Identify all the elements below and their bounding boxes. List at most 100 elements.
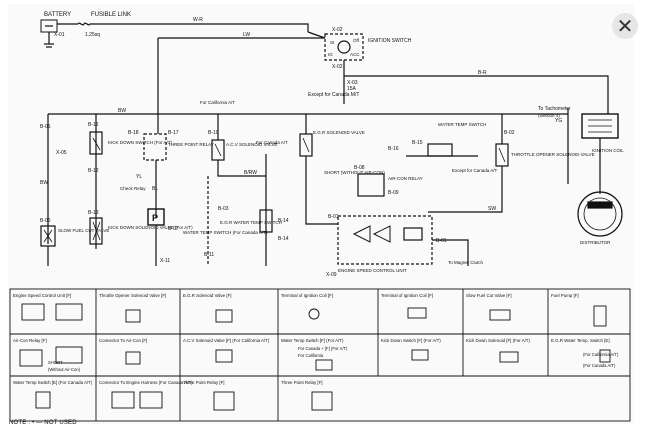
wire-label-br: B-R: [478, 70, 487, 76]
fusible-link-size: 1.25sq: [85, 32, 100, 38]
legend-titles: Engine Speed Control Unit [F] Throttle O…: [13, 293, 619, 385]
legend-grid: [9, 288, 631, 422]
legend-b02: Throttle Opener Solenoid Valve [F]: [99, 293, 166, 298]
id-b09: B-09: [388, 190, 399, 196]
legend-b01: Engine Speed Control Unit [F]: [13, 293, 71, 298]
switch-acc: ACC: [350, 52, 360, 57]
engine-speed-unit-label: ENGINE SPEED CONTROL UNIT: [338, 268, 407, 273]
id-b06: B-06: [40, 218, 51, 224]
wire-label-bl: BL: [152, 186, 158, 192]
switch-st: St: [330, 40, 335, 45]
to-tachometer: To Tachometer: [538, 106, 571, 112]
x02-label: X-02: [332, 27, 343, 33]
wiring-diagram: BATTERY FUSIBLE LINK 1.25sq X-01 W-R St …: [9, 12, 631, 422]
id-x05: X-05: [56, 150, 67, 156]
wire-label-yl: YL: [136, 174, 142, 180]
three-point-relay-box: [143, 133, 167, 161]
fusible-link-label: FUSIBLE LINK: [91, 12, 131, 18]
check-relay-label: Check Relay: [120, 186, 146, 191]
water-temp-switch-2-symbol: [259, 209, 273, 233]
id-b12: B-12: [88, 122, 99, 128]
legend-b14-california: (For California A/T): [583, 352, 619, 357]
kick-down-solenoid-label: KICK DOWN SOLENOID VALVE (For A/T): [108, 225, 193, 230]
except-canada-2-label: Except for Canada A/T: [452, 168, 498, 173]
wire-label-brw: B/RW: [244, 170, 257, 176]
id-b14: B-14: [278, 218, 289, 224]
id-b18: B-18: [128, 130, 139, 136]
short-aircon-label: SHORT (WITHOUT AIR-CON): [324, 170, 385, 175]
kick-down-switch-label: KICK DOWN SWITCH (For A/T): [108, 140, 172, 145]
kick-down-solenoid-symbol: [89, 217, 103, 245]
battery-symbol: [40, 19, 58, 48]
slow-fuel-cut-label: SLOW FUEL CUT VALVE: [58, 228, 109, 233]
x01-label: X-01: [54, 32, 65, 38]
x02b-label: X-02: [332, 64, 343, 70]
legend-b08: Air-Con Relay [F]: [13, 338, 47, 343]
legend-b17: Three Point Relay [F]: [183, 380, 224, 385]
id-b15: B-15: [412, 140, 423, 146]
id-b01: B-01: [328, 214, 339, 220]
legend-b08-without: (Without Air-Con): [48, 367, 81, 372]
id-b12-2: B-12: [88, 168, 99, 174]
legend-b07: Fuel Pump [F]: [551, 293, 579, 298]
legend-b13: Kick Down Solenoid [F] (For A/T): [466, 338, 530, 343]
wire-label-yg: YG: [555, 118, 562, 124]
three-point-relay-label: THREE POINT RELAY: [168, 142, 214, 147]
legend-connectors: [19, 303, 611, 411]
id-x11: X-11: [160, 258, 170, 264]
wire-label-wr: W-R: [193, 17, 203, 23]
aircon-relay-symbol: [357, 173, 385, 197]
tachometer-section: (Section 4): [538, 113, 560, 118]
legend-b04: Terminal of Ignition Coil [F]: [281, 293, 333, 298]
legend-b03: E.G.R Solenoid Valve [F]: [183, 293, 231, 298]
water-temp-switch-2-label: WATER TEMP SWITCH (For Canada A/T): [183, 230, 268, 235]
wiring-diagram-sheet: BATTERY FUSIBLE LINK 1.25sq X-01 W-R St …: [8, 4, 634, 424]
egr-valve-label: E.G.R SOLENOID VALVE: [313, 130, 365, 135]
wire-label-sw: SW: [488, 206, 496, 212]
kick-down-switch-symbol: [89, 131, 103, 155]
legend-b11: Water Temp Switch [F] (For A/T): [281, 338, 344, 343]
id-b01-2: B-01: [436, 238, 447, 244]
id-b16: B-16: [388, 146, 399, 152]
id-b07: B-07: [168, 226, 179, 232]
switch-ig: IG: [328, 52, 333, 57]
legend-b14: E.G.R Water Temp. Switch [E]: [551, 338, 610, 343]
wire-label-lw: LW: [243, 32, 250, 38]
acv-valve-label: A.C.V SOLENOID VALVE: [226, 142, 277, 147]
id-x09: X-09: [326, 272, 337, 278]
id-b02: B-02: [504, 130, 515, 136]
water-temp-switch-symbol: [427, 143, 453, 157]
legend-b12: Kick Down Switch [F] (For A/T): [381, 338, 441, 343]
id-b14-2: B-14: [278, 236, 289, 242]
svg-text:P: P: [152, 213, 158, 223]
id-b10: B-10: [208, 130, 219, 136]
water-temp-switch-label: WATER TEMP SWITCH: [438, 122, 486, 127]
distributor-symbol: [577, 191, 623, 237]
for-california-label: For California A/T: [200, 100, 235, 105]
wire-label-bw-2: BW: [40, 180, 48, 186]
legend-b14-canada: (For Canada A/T): [583, 363, 616, 368]
legend-b16: Connector To Engine Harness (For Canada …: [99, 380, 193, 385]
close-button[interactable]: ✕: [612, 13, 638, 39]
aircon-relay-label: AIR-CON RELAY: [388, 176, 423, 181]
legend-b18: Three Point Relay [F]: [281, 380, 322, 385]
id-b03: B-03: [218, 206, 229, 212]
legend-b08-short: SHORT: [48, 360, 63, 365]
battery-label: BATTERY: [44, 12, 71, 18]
legend-b15: Water Temp Switch [E] (For Canada A/T): [13, 380, 93, 385]
id-b05: B-05: [40, 124, 51, 130]
ignition-switch-label: IGNITION SWITCH: [368, 38, 412, 44]
except-canada-label: Except for Canada M/T: [308, 92, 359, 98]
x03-label: X-03: [347, 80, 358, 86]
id-b11: B-11: [204, 252, 214, 258]
legend-b09: Connector To Air-Con [F]: [99, 338, 147, 343]
footer-note: NOTE : • — NOT USED: [9, 420, 77, 426]
to-magnet-clutch-label: To Magnet Clutch: [448, 260, 484, 265]
id-b08: B-08: [354, 165, 365, 171]
legend-b10: A.C.V Solenoid Valve [F] (For California…: [183, 338, 270, 343]
x03-rating: 15A: [347, 86, 357, 92]
throttle-opener-label: THROTTLE OPENER SOLENOID VALVE: [511, 152, 595, 157]
for-canada-label: For Canada A/T: [256, 140, 288, 145]
legend-b05: Terminal of Ignition Coil [F]: [381, 293, 433, 298]
legend-b11-california: For California: [298, 353, 324, 358]
